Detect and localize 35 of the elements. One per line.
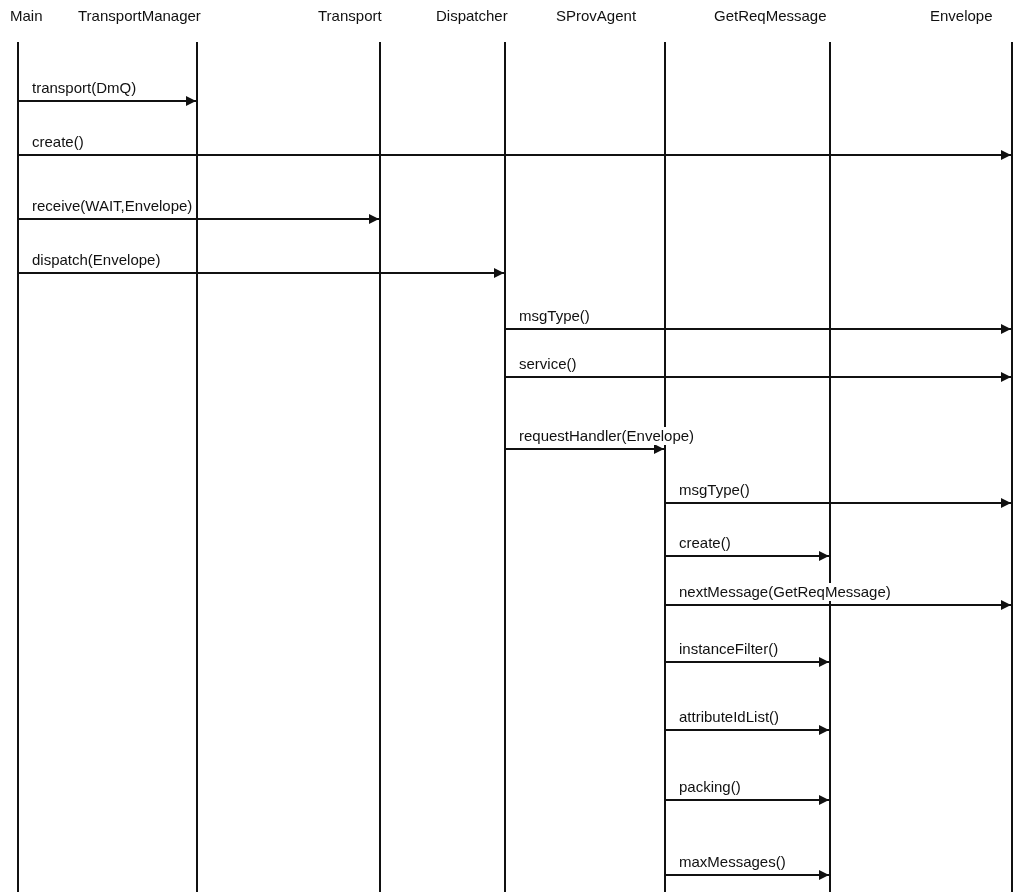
message-arrow: [665, 725, 830, 735]
participant-name: Envelope: [930, 6, 993, 26]
participant-name: TransportManager: [78, 6, 201, 26]
message-label: requestHandler(Envelope): [518, 427, 696, 445]
message-arrow: [18, 268, 505, 278]
message-label: instanceFilter(): [678, 640, 780, 658]
participant-name: SProvAgent: [556, 6, 637, 26]
participant-name: GetReqMessage: [714, 6, 827, 26]
message-arrow: [665, 870, 830, 880]
message-label: nextMessage(GetReqMessage): [678, 583, 892, 601]
message-label: maxMessages(): [678, 853, 787, 871]
message-arrow: [505, 324, 1012, 334]
message-label: transport(DmQ): [31, 79, 138, 97]
message-label: packing(): [678, 778, 742, 796]
message-arrow: [665, 657, 830, 667]
participant-name: Transport: [318, 6, 382, 26]
message-label: service(): [518, 355, 578, 373]
message-arrow: [505, 372, 1012, 382]
message-label: create(): [31, 133, 85, 151]
participant-name: Dispatcher: [436, 6, 508, 26]
message-label: receive(WAIT,Envelope): [31, 197, 194, 215]
message-arrow: [665, 600, 1012, 610]
message-arrow: [18, 96, 197, 106]
message-arrow: [18, 150, 1012, 160]
message-arrow: [665, 551, 830, 561]
message-arrow: [505, 444, 665, 454]
message-arrow: [665, 795, 830, 805]
message-arrow: [665, 498, 1012, 508]
message-label: create(): [678, 534, 732, 552]
message-label: msgType(): [678, 481, 751, 499]
message-label: attributeIdList(): [678, 708, 781, 726]
participant-name: Main: [10, 6, 43, 26]
message-label: dispatch(Envelope): [31, 251, 162, 269]
message-label: msgType(): [518, 307, 591, 325]
message-arrow: [18, 214, 380, 224]
